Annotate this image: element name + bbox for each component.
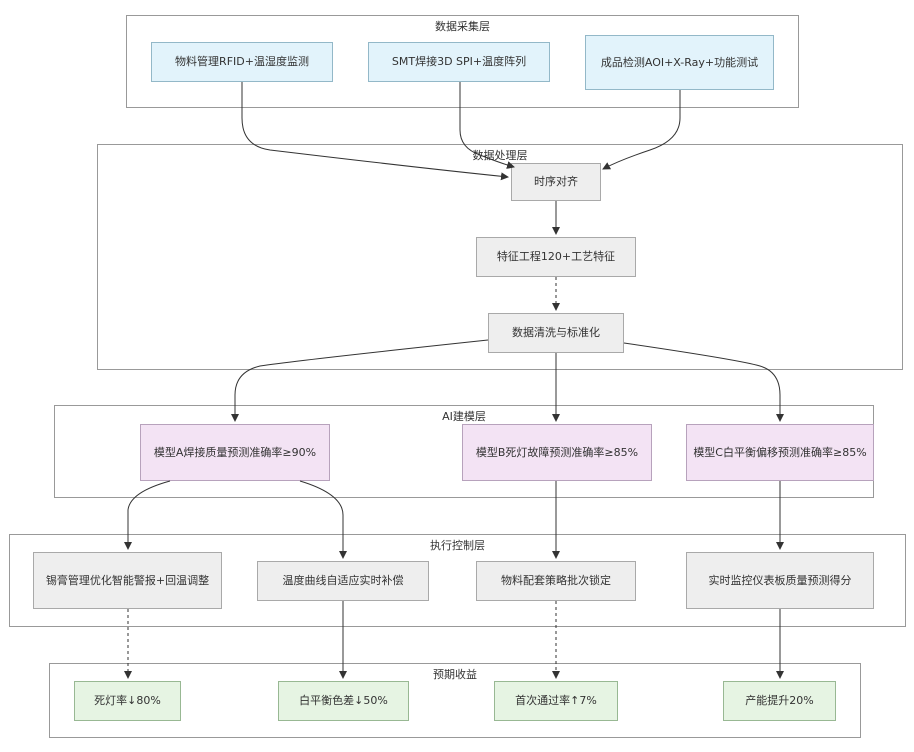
layer-title-execution: 执行控制层 bbox=[430, 539, 485, 552]
node-time-alignment: 时序对齐 bbox=[511, 163, 601, 201]
node-smt-spi: SMT焊接3D SPI+温度阵列 bbox=[368, 42, 550, 82]
layer-title-ai: AI建模层 bbox=[442, 410, 486, 423]
node-model-b: 模型B死灯故障预测准确率≥85% bbox=[462, 424, 652, 481]
layer-title-collection: 数据采集层 bbox=[435, 20, 490, 33]
node-white-balance: 白平衡色差↓50% bbox=[278, 681, 409, 721]
node-feature-engineering: 特征工程120+工艺特征 bbox=[476, 237, 636, 277]
node-temp-curve: 温度曲线自适应实时补偿 bbox=[257, 561, 429, 601]
node-first-pass-yield: 首次通过率↑7% bbox=[494, 681, 618, 721]
node-material-strategy: 物料配套策略批次锁定 bbox=[476, 561, 636, 601]
node-model-c: 模型C白平衡偏移预测准确率≥85% bbox=[686, 424, 874, 481]
layer-title-benefit: 预期收益 bbox=[433, 668, 477, 681]
node-aoi-xray: 成品检测AOI+X-Ray+功能测试 bbox=[585, 35, 774, 90]
node-solder-paste: 锡膏管理优化智能警报+回温调整 bbox=[33, 552, 222, 609]
node-data-cleaning: 数据清洗与标准化 bbox=[488, 313, 624, 353]
layer-title-processing: 数据处理层 bbox=[472, 149, 528, 162]
node-monitor-dashboard: 实时监控仪表板质量预测得分 bbox=[686, 552, 874, 609]
node-model-a: 模型A焊接质量预测准确率≥90% bbox=[140, 424, 330, 481]
node-capacity: 产能提升20% bbox=[723, 681, 836, 721]
node-rfid-monitoring: 物料管理RFID+温湿度监测 bbox=[151, 42, 333, 82]
node-dead-light-rate: 死灯率↓80% bbox=[74, 681, 181, 721]
